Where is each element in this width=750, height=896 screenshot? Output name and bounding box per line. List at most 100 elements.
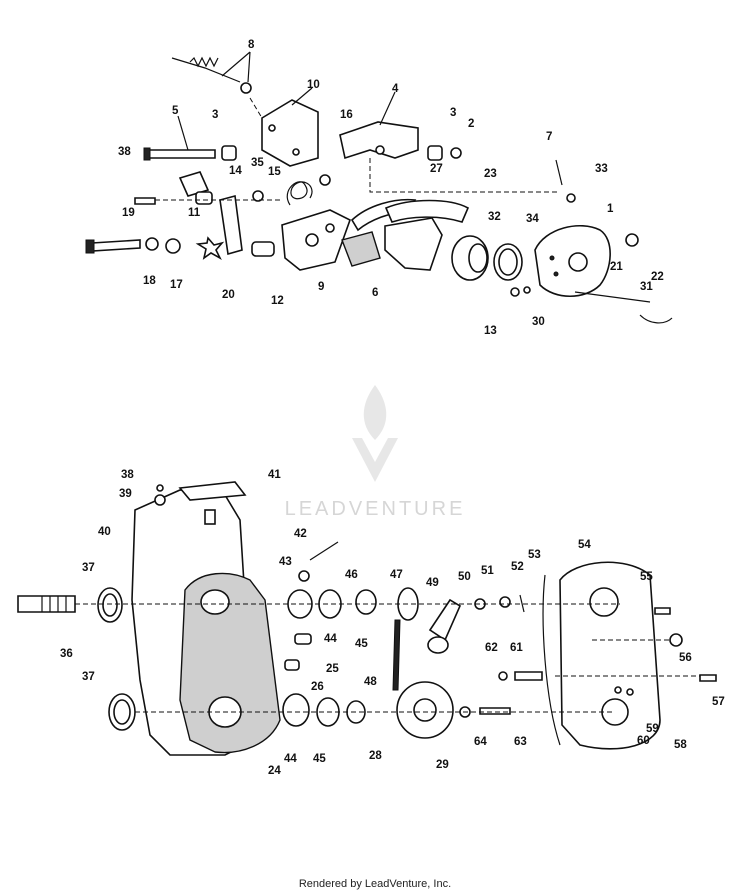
label: 37 bbox=[82, 562, 95, 574]
torsion-spring-16 bbox=[286, 181, 313, 206]
rod-21 bbox=[574, 291, 651, 303]
leader-10 bbox=[291, 87, 313, 106]
label: 29 bbox=[436, 759, 449, 771]
label: 51 bbox=[481, 565, 494, 577]
screw-39 bbox=[154, 494, 166, 506]
label: 22 bbox=[651, 271, 664, 283]
spacer-3 bbox=[221, 145, 237, 161]
label: 8 bbox=[248, 39, 255, 51]
label: 7 bbox=[546, 131, 552, 143]
alignment-line bbox=[369, 158, 560, 193]
label: 5 bbox=[172, 105, 179, 117]
plate-hole bbox=[305, 233, 319, 247]
label: 45 bbox=[313, 753, 326, 765]
clip-51 bbox=[499, 596, 511, 608]
nut-30 bbox=[523, 286, 531, 294]
roller-14 bbox=[178, 171, 210, 197]
label: 58 bbox=[674, 739, 687, 751]
sprocket-hub bbox=[413, 698, 437, 722]
label: 31 bbox=[640, 281, 653, 293]
label: 9 bbox=[318, 281, 324, 293]
label: 17 bbox=[170, 279, 183, 291]
spacer-3 bbox=[427, 145, 443, 161]
chain-cover-54 bbox=[559, 561, 661, 750]
label: 43 bbox=[279, 556, 292, 568]
label: 59 bbox=[646, 723, 659, 735]
label: 30 bbox=[532, 316, 545, 328]
bolt-5 bbox=[147, 149, 216, 159]
label: 38 bbox=[121, 469, 134, 481]
washer-45 bbox=[318, 589, 342, 619]
bracket-6 bbox=[384, 217, 443, 271]
bearing-44 bbox=[282, 693, 310, 727]
star-wheel-17 bbox=[195, 236, 225, 260]
label: 39 bbox=[119, 488, 132, 500]
label: 45 bbox=[355, 638, 368, 650]
screw-13 bbox=[510, 287, 520, 297]
label: 1 bbox=[607, 203, 614, 215]
lower-assembly bbox=[17, 481, 717, 756]
label: 47 bbox=[390, 569, 403, 581]
lower-labels: 38 41 39 40 42 43 37 46 47 49 50 51 52 5… bbox=[60, 469, 725, 777]
label: 32 bbox=[488, 211, 501, 223]
bushing-20 bbox=[251, 241, 275, 257]
washer-15 bbox=[252, 190, 264, 202]
cable-nut bbox=[240, 82, 252, 94]
alignment-line bbox=[249, 97, 263, 119]
upper-labels: 8 10 4 5 3 16 3 2 7 38 35 14 15 27 23 33… bbox=[118, 39, 664, 337]
label: 33 bbox=[595, 163, 608, 175]
band-23 bbox=[384, 199, 470, 223]
nut bbox=[319, 174, 331, 186]
bolt-63 bbox=[479, 707, 511, 715]
bolt-head bbox=[85, 239, 95, 254]
fitting-33 bbox=[566, 193, 576, 203]
pin-42 bbox=[309, 541, 339, 561]
lever-35 bbox=[219, 194, 243, 256]
bolt-head bbox=[143, 147, 151, 161]
label: 24 bbox=[268, 765, 281, 777]
watermark: LEADVENTURE bbox=[285, 385, 466, 520]
leadventure-flame-logo bbox=[352, 385, 398, 482]
nut-2 bbox=[450, 147, 462, 159]
screw-38 bbox=[156, 484, 164, 492]
belt-53 bbox=[542, 574, 561, 746]
pin-52 bbox=[519, 594, 525, 613]
label: 44 bbox=[284, 753, 297, 765]
screw-55 bbox=[654, 607, 671, 615]
label: 23 bbox=[484, 168, 497, 180]
leader-5 bbox=[177, 115, 189, 151]
label: 3 bbox=[450, 107, 456, 119]
drum-hub bbox=[468, 243, 488, 273]
pin-62 bbox=[498, 671, 508, 681]
housing-bore bbox=[568, 252, 588, 272]
nut-22 bbox=[625, 233, 639, 247]
watermark-text: LEADVENTURE bbox=[285, 498, 466, 520]
label: 41 bbox=[268, 469, 281, 481]
plate-41 bbox=[178, 481, 247, 501]
label: 13 bbox=[484, 325, 497, 337]
shifter-49 bbox=[428, 598, 462, 642]
label: 40 bbox=[98, 526, 111, 538]
bushing-46 bbox=[355, 589, 377, 615]
shifter-hub bbox=[427, 636, 449, 654]
mount-hole bbox=[204, 509, 216, 525]
label: 62 bbox=[485, 642, 498, 654]
housing-hole bbox=[553, 271, 559, 277]
label: 26 bbox=[311, 681, 324, 693]
label: 19 bbox=[122, 207, 135, 219]
label: 3 bbox=[212, 109, 218, 121]
housing-hole bbox=[549, 255, 555, 261]
pin-61 bbox=[514, 671, 543, 681]
seal-inner bbox=[113, 699, 131, 725]
washer-60 bbox=[626, 688, 634, 696]
ring-inner bbox=[498, 248, 518, 276]
bracket-hole bbox=[292, 148, 300, 156]
label: 55 bbox=[640, 571, 653, 583]
bore bbox=[200, 589, 230, 615]
label: 44 bbox=[324, 633, 337, 645]
bracket-hole bbox=[375, 145, 385, 155]
label: 34 bbox=[526, 213, 539, 225]
label: 57 bbox=[712, 696, 725, 708]
label: 25 bbox=[326, 663, 339, 675]
upper-assembly bbox=[85, 51, 673, 324]
